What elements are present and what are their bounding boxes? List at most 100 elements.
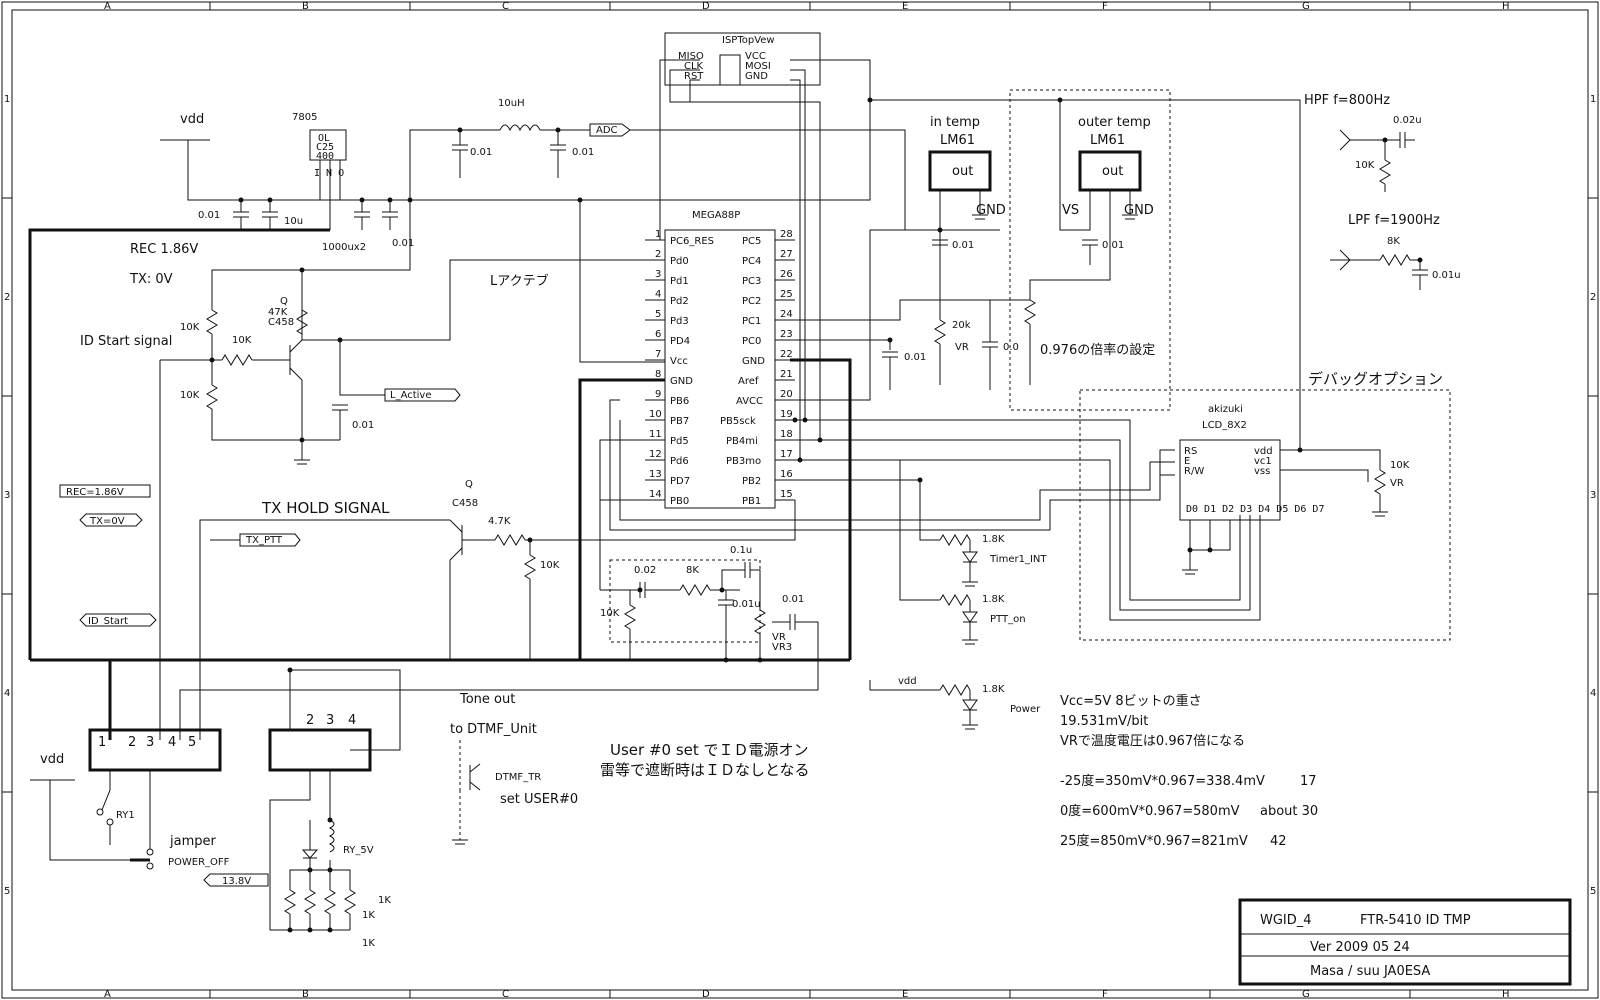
in-gnd: GND (976, 203, 1006, 218)
pin-number: 4 (655, 289, 661, 300)
cap-label: 0.01 (470, 147, 492, 158)
rec-net-label: REC=1.86V (66, 487, 124, 498)
row-label: 3 (1590, 490, 1596, 501)
pin-name: Aref (738, 376, 759, 387)
cap-label: 0.01 (904, 352, 926, 363)
cap-label: 0.01 (352, 420, 374, 431)
col-label: C (502, 1, 509, 12)
j2-pin: 4 (348, 713, 356, 728)
in-temp-title: in temp (930, 115, 980, 130)
pin-number: 27 (780, 249, 793, 260)
pin-name: PB0 (670, 496, 689, 507)
ry1-label: RY1 (116, 810, 135, 821)
col-label: F (1102, 989, 1108, 1000)
led-label: PTT_on (990, 614, 1026, 625)
hpf-title: HPF f=800Hz (1304, 93, 1390, 108)
id-start-net (79, 613, 157, 627)
row-label: 1 (1590, 94, 1596, 105)
lpf-resistor (1379, 254, 1411, 266)
title-version: Ver 2009 05 24 (1310, 940, 1410, 955)
set-user: set USER#0 (500, 792, 578, 807)
pin-number: 14 (649, 489, 662, 500)
led-resistor: 1.8K (982, 684, 1005, 695)
net-13-8v (203, 873, 269, 887)
lcd-pin: vc1 (1254, 456, 1272, 467)
pin-name: Pd3 (670, 316, 689, 327)
resistor-label: 1K (378, 895, 391, 906)
col-label: H (1502, 1, 1510, 12)
pin-name: PC6_RES (670, 236, 714, 247)
transistor-type: C458 (268, 317, 294, 328)
inductor-10uh (499, 124, 541, 132)
pin-number: 12 (649, 449, 662, 460)
transistor-label: Q (465, 479, 473, 490)
lcd-maker: akizuki (1208, 404, 1243, 415)
pin-number: 6 (655, 329, 661, 340)
col-label: F (1102, 1, 1108, 12)
cap-label: 0.0 (1003, 342, 1019, 353)
title-desc: FTR-5410 ID TMP (1360, 913, 1471, 928)
led-resistor: 1.8K (982, 594, 1005, 605)
pin-number: 22 (780, 349, 793, 360)
temp-sensors: in temp LM61 out GND 0.01 outer temp LM6… (882, 89, 1171, 411)
lcd-vr-label: VR (1390, 478, 1404, 489)
vr-label: VR (955, 342, 969, 353)
pin-number: 26 (780, 269, 793, 280)
resistor-label: 10K (180, 322, 200, 333)
hpf-res: 10K (1355, 160, 1375, 171)
pin-name: Pd5 (670, 436, 689, 447)
j1-pin: 2 (128, 735, 136, 750)
row-label: 4 (1590, 688, 1596, 699)
row-label: 2 (1590, 292, 1596, 303)
resistor (206, 309, 218, 335)
title-name: WGID_4 (1260, 913, 1312, 928)
row-label: 4 (4, 688, 10, 699)
out-vs: VS (1062, 203, 1079, 218)
lpf-res: 8K (1387, 236, 1400, 247)
note-temp-2-value: about 30 (1260, 804, 1318, 819)
pin-number: 18 (780, 429, 793, 440)
out-temp-ic: LM61 (1090, 133, 1125, 148)
hpf-resistor (1379, 159, 1391, 185)
power-off-label: POWER_OFF (168, 857, 230, 868)
id-start-block: ID Start signal 10K 10K 10K Q 47K C458 0… (59, 259, 795, 740)
pin-name: Pd2 (670, 296, 689, 307)
note-vcc-line1: Vcc=5V 8ビットの重さ (1060, 693, 1202, 709)
tone-out: Tone out (459, 692, 515, 707)
hpf-lpf: HPF f=800Hz 0.02u 10K LPF f=1900Hz 8K 0.… (1304, 93, 1461, 290)
dtmf-tr: DTMF_TR (495, 772, 541, 783)
pin-name: GND (742, 356, 765, 367)
col-label: E (902, 989, 908, 1000)
transistor-label: Q (280, 296, 288, 307)
led-resistor: 1.8K (982, 534, 1005, 545)
v138-label: 13.8V (222, 876, 251, 887)
debug-title: デバッグオプション (1308, 370, 1443, 388)
col-label: A (104, 989, 111, 1000)
lcd-pin: vdd (1254, 446, 1273, 457)
col-label: H (1502, 989, 1510, 1000)
led-ptt-on (962, 611, 978, 623)
cap-label: 0.01 (392, 238, 414, 249)
mcu-mega88p: MEGA88P 1 2 3 4 5 6 7 8 9 10 11 12 (530, 210, 1261, 621)
pin-name: PC1 (742, 316, 761, 327)
resistor-label: 1K (362, 938, 375, 949)
resistor-label: 10K (600, 608, 620, 619)
resistor-label: 10K (180, 390, 200, 401)
in-temp-ic: LM61 (940, 133, 975, 148)
resistor-8k (679, 584, 711, 596)
isp-pin: CLK (684, 61, 704, 72)
j2-pin: 3 (326, 713, 334, 728)
pin-name: PB7 (670, 416, 689, 427)
col-label: B (302, 1, 309, 12)
lpf-cap: 0.01u (1432, 270, 1461, 281)
lcd-pin: R/W (1184, 466, 1204, 477)
isp-pin: RST (684, 71, 704, 82)
pin-number: 23 (780, 329, 793, 340)
pin-name: PB2 (742, 476, 761, 487)
vdd-label: vdd (40, 752, 64, 767)
cap-label: 0.02 (634, 565, 656, 576)
note-temp-1: -25度=350mV*0.967=338.4mV (1060, 773, 1265, 789)
tx-voltage: TX: 0V (129, 272, 173, 287)
cap-label: 0.1u (730, 545, 752, 556)
